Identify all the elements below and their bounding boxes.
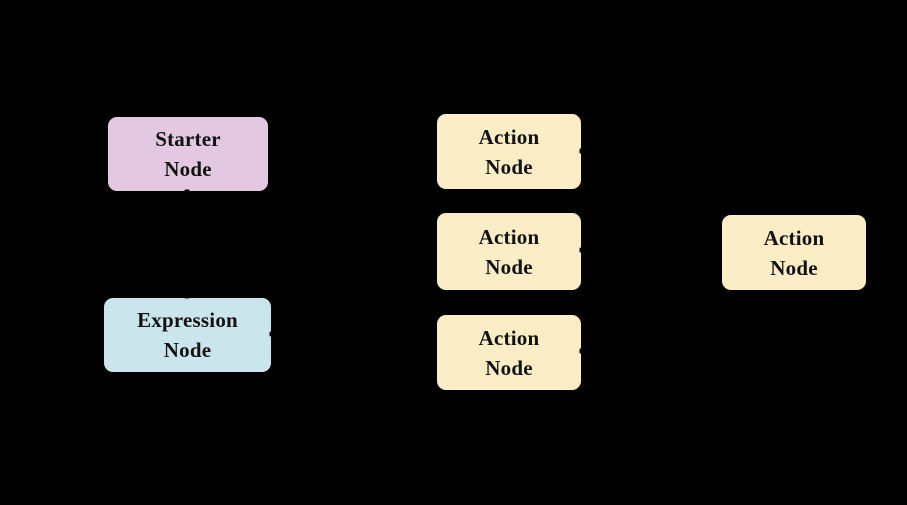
node-starter-label: Starter Node (155, 127, 221, 181)
node-starter: Starter Node (106, 115, 270, 193)
node-action-2-label: Action Node (478, 224, 540, 279)
connector-dot (579, 348, 585, 354)
node-action-4-label: Action Node (763, 225, 825, 280)
node-action-2: Action Node (435, 211, 583, 292)
node-action-1-label: Action Node (478, 124, 540, 179)
connector-dot (579, 148, 585, 154)
connector-dot (579, 247, 585, 253)
node-action-3-label: Action Node (478, 325, 540, 380)
node-expression: Expression Node (102, 296, 273, 374)
node-expression-label: Expression Node (137, 308, 238, 362)
connector-dot (184, 189, 190, 195)
connector-dot (184, 293, 190, 299)
node-action-1: Action Node (435, 112, 583, 191)
connector-dot (269, 331, 275, 337)
node-action-4: Action Node (720, 213, 868, 292)
node-action-3: Action Node (435, 313, 583, 392)
